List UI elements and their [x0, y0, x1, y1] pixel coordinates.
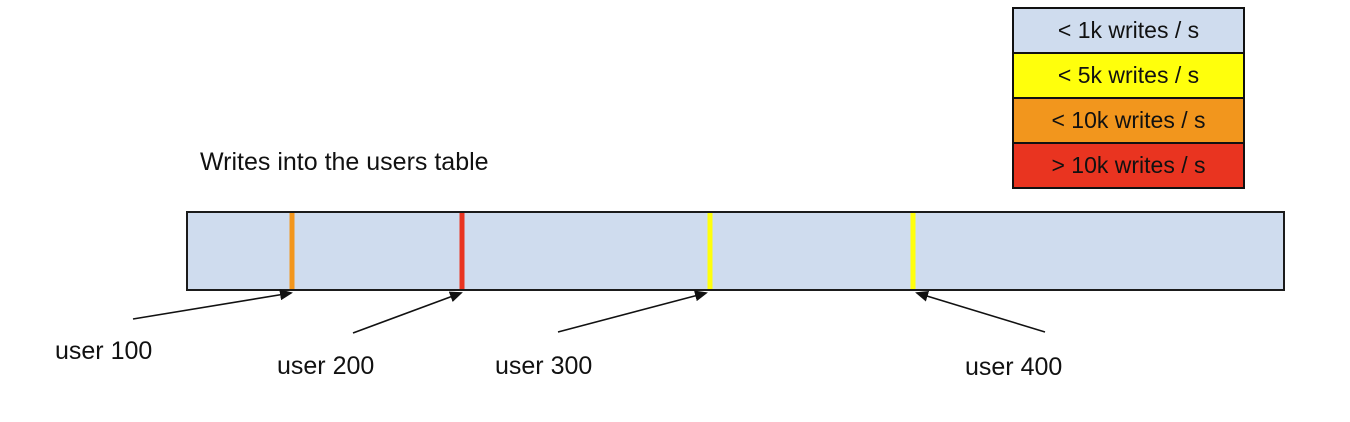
write-rate-tick — [459, 213, 465, 289]
arrow-user-300 — [557, 290, 708, 333]
user-label-200: user 200 — [277, 352, 375, 380]
arrow-user-400 — [915, 290, 1046, 333]
write-rate-tick — [289, 213, 295, 289]
user-label-300: user 300 — [495, 352, 593, 380]
legend: < 1k writes / s < 5k writes / s < 10k wr… — [1012, 7, 1245, 189]
legend-row-under-1k: < 1k writes / s — [1012, 7, 1245, 54]
user-label-100: user 100 — [55, 337, 153, 365]
diagram-title: Writes into the users table — [200, 148, 489, 176]
write-rate-tick — [910, 213, 916, 289]
legend-row-under-10k: < 10k writes / s — [1012, 97, 1245, 144]
legend-row-under-5k: < 5k writes / s — [1012, 52, 1245, 99]
arrow-user-100 — [132, 289, 293, 320]
arrow-user-200 — [352, 291, 463, 334]
users-table-bar — [186, 211, 1285, 291]
user-label-400: user 400 — [965, 353, 1063, 381]
legend-row-over-10k: > 10k writes / s — [1012, 142, 1245, 189]
write-rate-tick — [707, 213, 713, 289]
